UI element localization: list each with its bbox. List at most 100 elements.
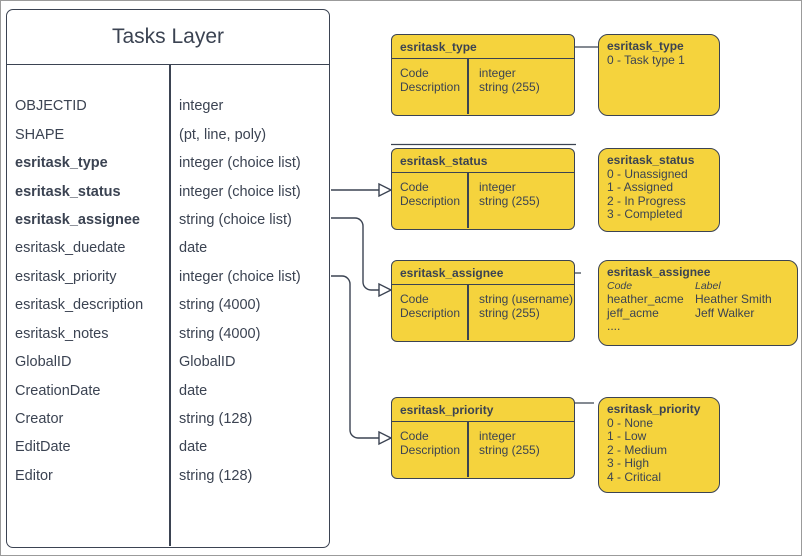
- field-type: string (4000): [179, 297, 261, 314]
- field-row: SHAPE (pt, line, poly): [7, 120, 329, 148]
- field-type: string (128): [179, 411, 253, 428]
- assignee-code-header: Code: [607, 279, 633, 292]
- field-row: esritask_assignee string (choice list): [7, 206, 329, 234]
- field-type: string (choice list): [179, 211, 292, 228]
- field-name: esritask_duedate: [15, 240, 126, 257]
- schema-divider: [467, 285, 469, 340]
- schema-type: integer: [479, 66, 516, 80]
- value-list-title: esritask_type: [607, 39, 684, 53]
- value-list-title: esritask_status: [607, 153, 695, 167]
- value-list-esritask-priority: esritask_priority 0 - None 1 - Low 2 - M…: [598, 397, 720, 493]
- schema-divider: [467, 59, 469, 114]
- schema-type: integer: [479, 180, 516, 194]
- field-name: SHAPE: [15, 126, 65, 143]
- schema-divider: [467, 422, 469, 477]
- schema-type: string (255): [479, 306, 540, 320]
- field-type: string (4000): [179, 325, 261, 342]
- field-type: GlobalID: [179, 354, 236, 371]
- schema-attr: Description: [400, 194, 461, 208]
- assignee-more: ....: [607, 319, 621, 334]
- field-row: esritask_description string (4000): [7, 291, 329, 319]
- tasks-layer-table: Tasks Layer OBJECTID integer SHAPE (pt, li…: [6, 9, 330, 548]
- field-name: Editor: [15, 467, 53, 484]
- field-name: EditDate: [15, 439, 71, 456]
- value-item: 1 - Assigned: [607, 180, 674, 195]
- field-type: date: [179, 240, 208, 257]
- field-name: esritask_priority: [15, 268, 117, 285]
- field-row: EditDate date: [7, 433, 329, 461]
- field-row: GlobalID GlobalID: [7, 348, 329, 376]
- field-row: esritask_notes string (4000): [7, 320, 329, 348]
- field-name: esritask_type: [15, 155, 108, 172]
- field-type: integer (choice list): [179, 268, 301, 285]
- schema-type: string (255): [479, 194, 540, 208]
- value-item: 4 - Critical: [607, 469, 662, 484]
- value-list-title: esritask_assignee: [607, 265, 711, 279]
- field-type: date: [179, 439, 208, 456]
- field-row: esritask_duedate date: [7, 234, 329, 262]
- schema-attr: Code: [400, 66, 429, 80]
- field-name: OBJECTID: [15, 98, 87, 115]
- schema-type: string (username): [479, 292, 574, 306]
- field-name: Creator: [15, 411, 64, 428]
- field-type: string (128): [179, 467, 253, 484]
- schema-title: esritask_status: [392, 149, 574, 173]
- schema-type: string (255): [479, 80, 540, 94]
- schema-attr: Description: [400, 306, 461, 320]
- value-list-esritask-assignee: esritask_assignee Code Label heather_acm…: [598, 260, 798, 346]
- field-type: integer (choice list): [179, 155, 301, 172]
- field-type: (pt, line, poly): [179, 126, 267, 143]
- schema-title: esritask_assignee: [392, 261, 574, 285]
- field-name: CreationDate: [15, 382, 101, 399]
- field-name: esritask_notes: [15, 325, 109, 342]
- field-type: integer: [179, 98, 224, 115]
- field-row: OBJECTID integer: [7, 92, 329, 120]
- field-row: Creator string (128): [7, 405, 329, 433]
- value-item: 0 - None: [607, 415, 654, 430]
- field-row: esritask_priority integer (choice list): [7, 263, 329, 291]
- value-list-esritask-type: esritask_type 0 - Task type 1: [598, 34, 720, 116]
- schema-attr: Code: [400, 180, 429, 194]
- value-item: 0 - Task type 1: [607, 52, 685, 67]
- value-item: 0 - Unassigned: [607, 166, 688, 181]
- field-type: integer (choice list): [179, 183, 301, 200]
- schema-attr: Code: [400, 429, 429, 443]
- field-row: CreationDate date: [7, 376, 329, 404]
- schema-type: string (255): [479, 443, 540, 457]
- assignee-label-header: Label: [695, 279, 721, 292]
- schema-title: esritask_priority: [392, 398, 574, 422]
- value-list-title: esritask_priority: [607, 402, 701, 416]
- value-list-esritask-status: esritask_status 0 - Unassigned 1 - Assig…: [598, 148, 720, 232]
- schema-type: integer: [479, 429, 516, 443]
- schema-attr: Description: [400, 80, 461, 94]
- field-name: esritask_description: [15, 297, 144, 314]
- field-name: esritask_status: [15, 183, 121, 200]
- value-item: 2 - Medium: [607, 442, 668, 457]
- value-item: 3 - Completed: [607, 207, 683, 222]
- value-item: 1 - Low: [607, 429, 647, 444]
- value-item: 3 - High: [607, 456, 650, 471]
- field-row: Editor string (128): [7, 462, 329, 490]
- schema-title: esritask_type: [392, 35, 574, 59]
- field-name: GlobalID: [15, 354, 72, 371]
- field-row: esritask_type integer (choice list): [7, 149, 329, 177]
- schema-attr: Description: [400, 443, 461, 457]
- column-divider: [169, 65, 171, 546]
- value-item: 2 - In Progress: [607, 193, 686, 208]
- schema-divider: [467, 173, 469, 228]
- assignee-code: heather_acme: [607, 292, 684, 307]
- tasks-layer-title: Tasks Layer: [7, 10, 329, 65]
- field-row: esritask_status integer (choice list): [7, 177, 329, 205]
- assignee-label: Heather Smith: [695, 292, 772, 307]
- schema-attr: Code: [400, 292, 429, 306]
- field-name: esritask_assignee: [15, 211, 140, 228]
- tasks-layer-fields: OBJECTID integer SHAPE (pt, line, poly) es…: [7, 65, 329, 546]
- field-type: date: [179, 382, 208, 399]
